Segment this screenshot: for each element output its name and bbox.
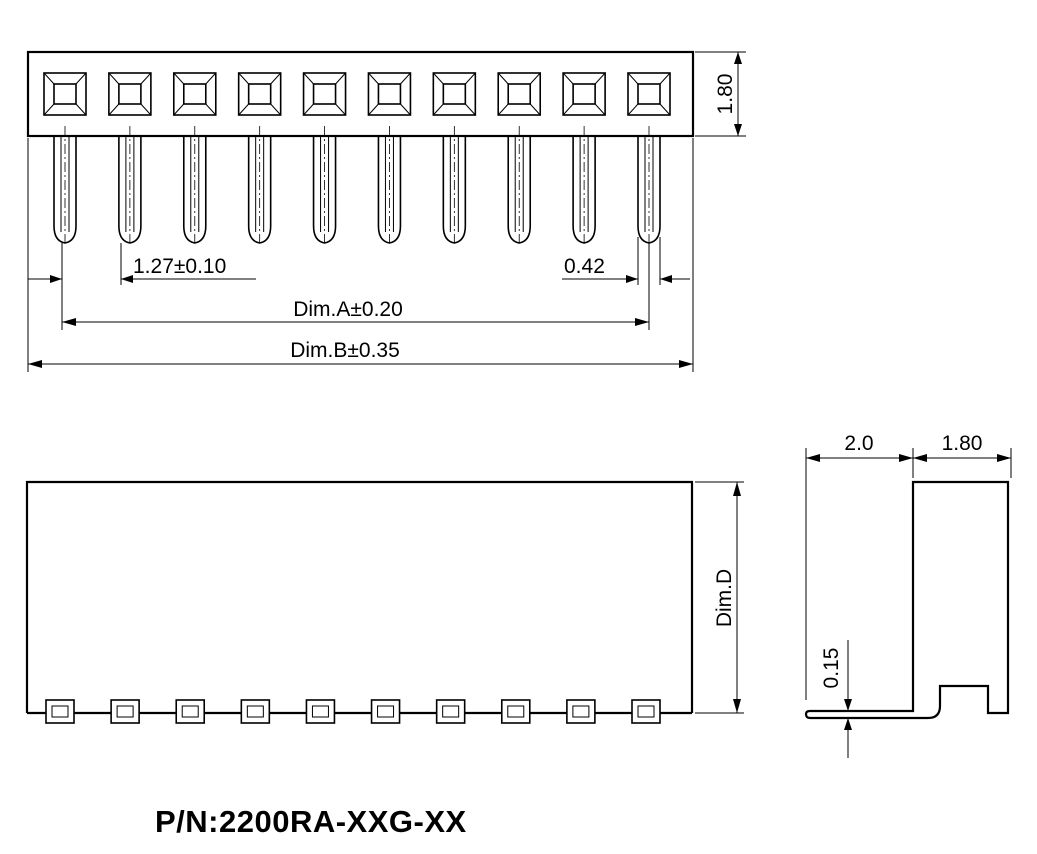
pin [377,126,402,244]
dim-a-label: Dim.A±0.20 [293,298,403,321]
top-view-body [26,50,695,138]
pin-width-dimension: 0.42 [562,237,690,285]
dim-b-dimension: Dim.B±0.35 [27,138,694,372]
front-pin [305,699,336,724]
front-pin [45,699,75,724]
pin [118,126,142,244]
cavity [497,72,542,116]
depth-label: 2.0 [844,432,873,455]
part-number: P/N:2200RA-XXG-XX [155,804,467,839]
front-pin [500,699,531,724]
pin [637,126,661,244]
pin [572,126,596,244]
cavity [432,72,477,116]
front-height-label: Dim.D [713,569,736,627]
cavity [108,72,152,116]
front-pin [435,699,466,724]
front-view: Dim.D [25,480,744,724]
depth-dimension: 2.0 1.80 [805,432,1012,700]
front-pin [631,699,661,724]
front-pin [566,699,596,724]
cavity [237,72,282,116]
pin [442,126,467,244]
dim-a-dimension: Dim.A±0.20 [61,243,650,330]
cavity [562,72,606,116]
front-pin [370,699,401,724]
dim-b-label: Dim.B±0.35 [290,339,400,362]
pin [53,126,77,244]
top-height-dimension: 1.80 [695,51,746,137]
front-view-body [25,480,694,713]
side-view: 2.0 1.80 0.15 [804,432,1012,758]
pin [182,126,207,244]
front-pin [240,699,271,724]
cavity [172,72,217,116]
pin-thickness-label: 0.15 [820,648,843,689]
cavity [367,72,412,116]
cavity [302,72,347,116]
front-pin-row [27,699,692,724]
side-view-body [804,480,1010,720]
pitch-label: 1.27±0.10 [133,255,226,278]
top-height-label: 1.80 [714,74,737,115]
cavity-row [43,72,671,116]
cavity [627,72,671,116]
front-pin [175,699,206,724]
pin [507,126,532,244]
front-pin [110,699,140,724]
pin-thickness-dimension: 0.15 [820,640,852,758]
top-view: 1.80 1.27±0.10 0.42 [26,50,746,372]
pitch-dimension: 1.27±0.10 [28,243,256,285]
cavity [43,72,87,116]
pin [312,126,337,244]
front-height-dimension: Dim.D [695,481,744,714]
pin-row [53,126,661,244]
pin [247,126,272,244]
pin-width-label: 0.42 [564,255,605,278]
side-width-label: 1.80 [942,432,983,455]
